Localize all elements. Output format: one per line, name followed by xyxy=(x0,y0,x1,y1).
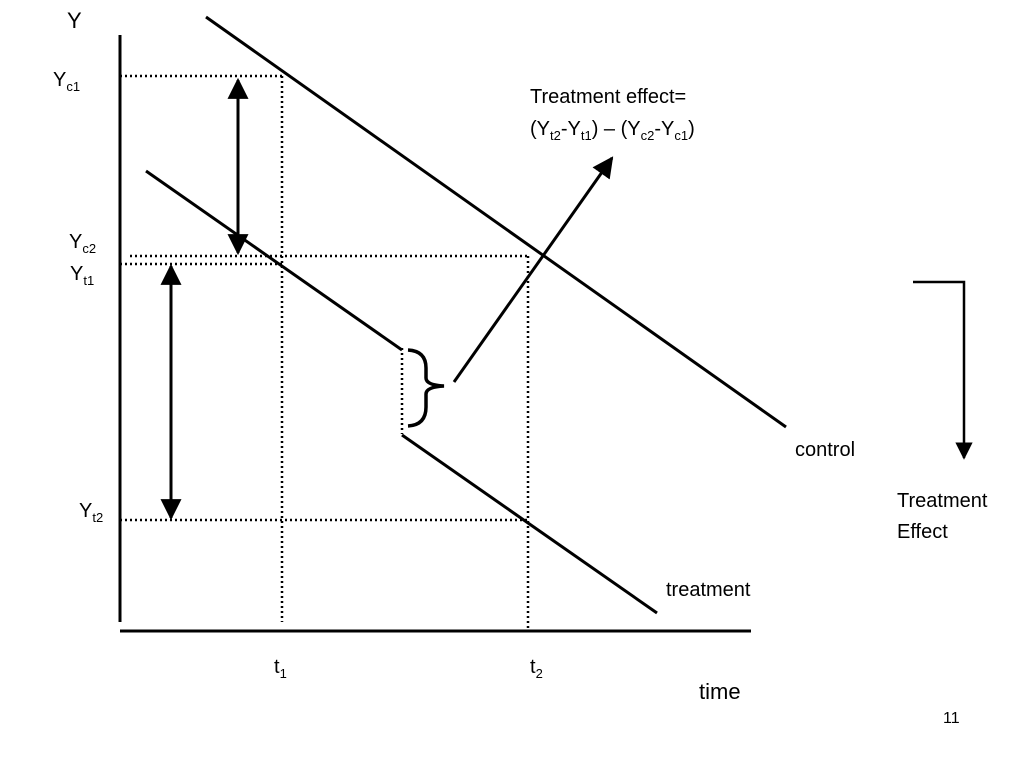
treatment-effect-brace xyxy=(407,348,445,428)
treatment-line-before xyxy=(145,169,403,352)
guide-lines xyxy=(120,74,530,630)
tick-t2: t2 xyxy=(530,656,543,681)
legend-line1: Treatment xyxy=(897,490,988,512)
control-line xyxy=(205,15,787,429)
treatment-label: treatment xyxy=(666,579,751,601)
tick-yc2: Yc2 xyxy=(69,231,96,256)
control-label: control xyxy=(795,439,855,461)
tick-yt1: Yt1 xyxy=(70,263,94,288)
tick-yc1: Yc1 xyxy=(53,69,80,94)
legend-line2: Effect xyxy=(897,521,948,543)
tick-yt2: Yt2 xyxy=(79,500,103,525)
treatment-line-after xyxy=(401,433,658,615)
formula-pointer-arrow xyxy=(452,156,614,383)
y-axis-label: Y xyxy=(67,8,82,33)
tick-t1: t1 xyxy=(274,656,287,681)
treatment-effect-legend-arrow xyxy=(913,280,973,460)
x-axis-label: time xyxy=(699,679,741,704)
page-number: 11 xyxy=(943,710,960,727)
formula-title: Treatment effect= xyxy=(530,86,686,108)
formula-expression: (Yt2-Yt1) – (Yc2-Yc1) xyxy=(530,118,695,143)
